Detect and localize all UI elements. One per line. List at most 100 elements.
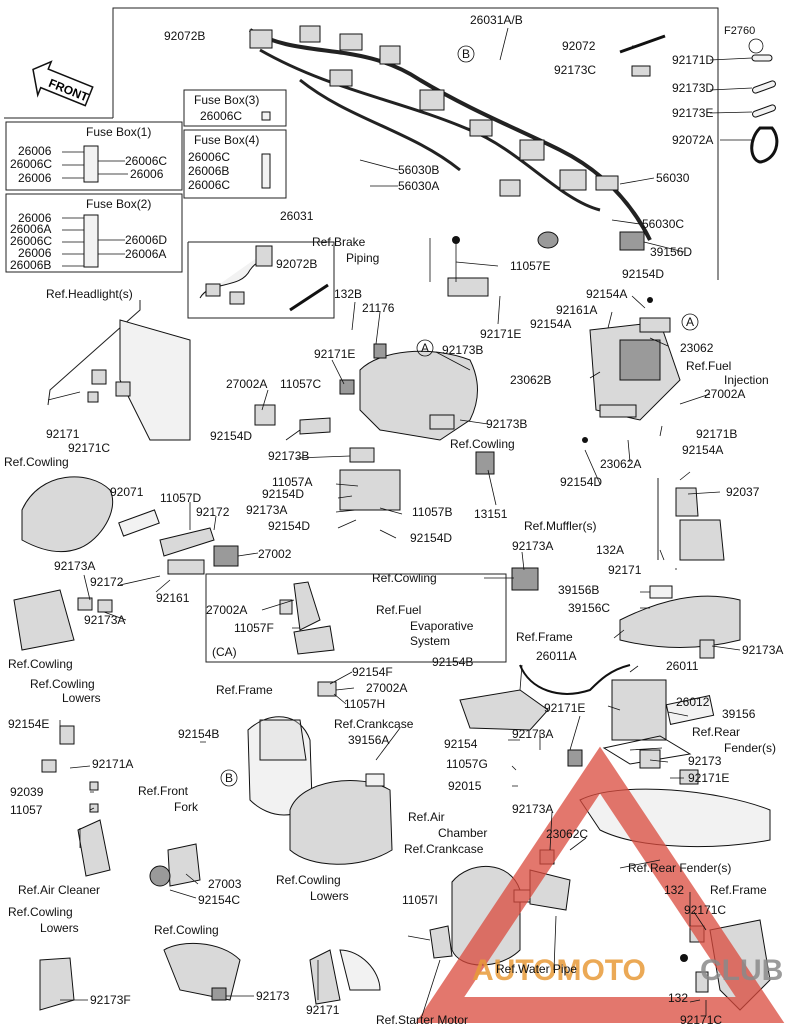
watermark-right: CLUB bbox=[700, 954, 783, 987]
front-arrow: FRONT bbox=[32, 60, 94, 107]
label-92173-2: 92173 bbox=[256, 989, 290, 1003]
label-92154D-4: 92154D bbox=[262, 487, 304, 501]
label-11057C: 11057C bbox=[280, 377, 321, 391]
callout-circles: B A A B bbox=[220, 45, 699, 787]
ref-cowling-lowers-3a: Ref.Cowling bbox=[8, 905, 73, 919]
fuse-box-2: Fuse Box(2) 26006 26006A 26006C 26006 26… bbox=[5, 193, 183, 273]
ref-frame-3: Ref.Frame bbox=[710, 883, 767, 897]
fuse-box-2-title: Fuse Box(2) bbox=[86, 197, 151, 211]
watermark-left: AUTOMOTO bbox=[472, 954, 646, 987]
front-fork-sensor bbox=[149, 843, 201, 887]
fuse-box-1-left-2: 26006 bbox=[18, 171, 52, 185]
label-132-1: 132 bbox=[664, 883, 684, 897]
part-labels: 26031A/B 92072B 92072 F2760 92171D 92173… bbox=[4, 13, 783, 1027]
label-92173: 92173 bbox=[688, 754, 722, 768]
label-92171D: 92171D bbox=[672, 53, 714, 67]
label-92173A-3: 92173A bbox=[54, 559, 95, 573]
top-right-small-parts bbox=[619, 34, 779, 164]
label-13151: 13151 bbox=[474, 507, 508, 521]
label-56030B: 56030B bbox=[398, 163, 439, 177]
ref-rear-fender-1a: Ref.Rear bbox=[692, 725, 740, 739]
fuse-box-3-item: 26006C bbox=[200, 109, 242, 123]
circle-a-right: A bbox=[686, 315, 694, 329]
label-132B: 132B bbox=[334, 287, 362, 301]
ref-fuel-evap-a: Ref.Fuel bbox=[376, 603, 421, 617]
label-11057G: 11057G bbox=[446, 757, 488, 771]
ref-cowling-lowers-2b: Lowers bbox=[310, 889, 349, 903]
label-26031: 26031 bbox=[280, 209, 314, 223]
headlight-group bbox=[47, 300, 191, 441]
fuse-box-2-left-1: 26006A bbox=[10, 222, 51, 236]
front-cowling-left bbox=[13, 476, 239, 651]
label-11057E: 11057E bbox=[510, 259, 550, 273]
fuse-box-2-left-4: 26006B bbox=[10, 258, 51, 272]
circle-b-top: B bbox=[462, 47, 470, 61]
label-39156B: 39156B bbox=[558, 583, 599, 597]
ref-cowling-lowers-3b: Lowers bbox=[40, 921, 79, 935]
label-39156C: 39156C bbox=[568, 601, 610, 615]
label-132-2: 132 bbox=[668, 991, 688, 1005]
label-92171A: 92171A bbox=[92, 757, 133, 771]
circle-a-center: A bbox=[421, 341, 429, 355]
fuse-box-2-right-1: 26006A bbox=[125, 247, 166, 261]
ref-fuel-evap-b: Evaporative bbox=[410, 619, 474, 633]
label-92171: 92171 bbox=[46, 427, 80, 441]
ref-brake-b: Piping bbox=[346, 251, 379, 265]
label-92173A-6: 92173A bbox=[512, 727, 553, 741]
fuse-box-1-left-1: 26006C bbox=[10, 157, 52, 171]
label-26012: 26012 bbox=[676, 695, 710, 709]
label-92072B-2: 92072B bbox=[276, 257, 317, 271]
label-11057F: 11057F bbox=[234, 621, 274, 635]
ref-cowling-1: Ref.Cowling bbox=[450, 437, 515, 451]
fuse-box-1-title: Fuse Box(1) bbox=[86, 125, 151, 139]
fuse-box-4-left-2: 26006C bbox=[188, 178, 230, 192]
ref-water-pipe: Ref.Water Pipe bbox=[496, 962, 577, 976]
label-27003: 27003 bbox=[208, 877, 242, 891]
label-11057D: 11057D bbox=[160, 491, 201, 505]
label-56030: 56030 bbox=[656, 171, 690, 185]
brake-area bbox=[429, 236, 489, 297]
ref-air-chamber-b: Chamber bbox=[438, 826, 487, 840]
ref-rear-fender-2: Ref.Rear Fender(s) bbox=[628, 861, 731, 875]
label-92173B-2: 92173B bbox=[486, 417, 527, 431]
label-92154D-1: 92154D bbox=[622, 267, 664, 281]
ref-fuel-inj-a: Ref.Fuel bbox=[686, 359, 731, 373]
fuse-box-3: Fuse Box(3) 26006C bbox=[183, 89, 287, 127]
label-92037: 92037 bbox=[726, 485, 760, 499]
label-92172-2: 92172 bbox=[90, 575, 124, 589]
label-92154D-3: 92154D bbox=[210, 429, 252, 443]
fuse-box-3-title: Fuse Box(3) bbox=[194, 93, 259, 107]
label-92173A-2: 92173A bbox=[512, 539, 553, 553]
label-92071: 92071 bbox=[110, 485, 144, 499]
label-92154F: 92154F bbox=[352, 665, 393, 679]
label-92171C-1: 92171C bbox=[68, 441, 110, 455]
label-11057: 11057 bbox=[10, 803, 43, 817]
fuel-evap-box bbox=[205, 573, 507, 663]
label-92171-2: 92171 bbox=[608, 563, 642, 577]
label-39156D: 39156D bbox=[650, 245, 692, 259]
label-92154D-2: 92154D bbox=[560, 475, 602, 489]
ref-cowling-lowers-1b: Lowers bbox=[62, 691, 101, 705]
label-F2760: F2760 bbox=[724, 25, 755, 37]
label-92154C: 92154C bbox=[198, 893, 240, 907]
label-26011: 26011 bbox=[666, 659, 699, 673]
ref-frame-2: Ref.Frame bbox=[216, 683, 273, 697]
fuse-box-4-title: Fuse Box(4) bbox=[194, 133, 259, 147]
label-27002A-3: 27002A bbox=[206, 603, 247, 617]
label-92173A-1: 92173A bbox=[246, 503, 287, 517]
watermark-logo: AUTOMOTO CLUB bbox=[415, 746, 785, 1023]
label-92171E-3: 92171E bbox=[544, 701, 585, 715]
label-92173B-3: 92173B bbox=[268, 449, 309, 463]
muffler-area bbox=[511, 478, 741, 659]
label-92154B-1: 92154B bbox=[432, 655, 473, 669]
label-39156: 39156 bbox=[722, 707, 756, 721]
label-92173A-7: 92173A bbox=[512, 802, 553, 816]
label-26011A: 26011A bbox=[536, 649, 576, 663]
label-92072B-1: 92072B bbox=[164, 29, 205, 43]
label-92171C-2: 92171C bbox=[684, 903, 726, 917]
fuse-box-1: Fuse Box(1) 26006 26006C 26006 26006C 26… bbox=[5, 121, 183, 191]
ref-cowling-5: Ref.Cowling bbox=[154, 923, 219, 937]
label-92154B-2: 92154B bbox=[178, 727, 219, 741]
